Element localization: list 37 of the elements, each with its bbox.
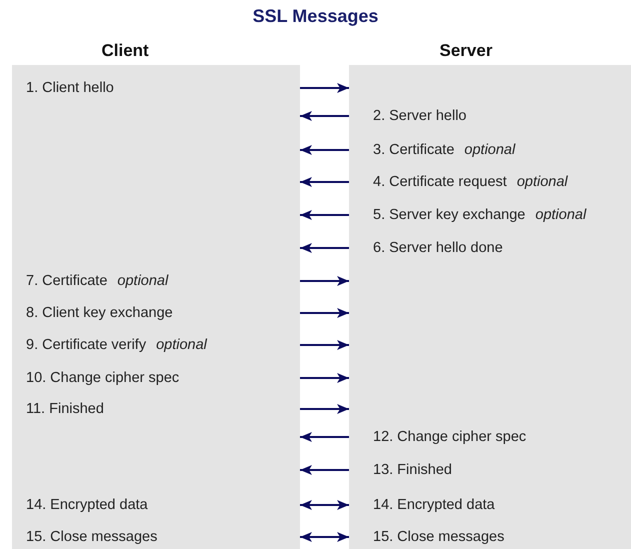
message-label: 6. Server hello done xyxy=(349,239,631,257)
message-arrow xyxy=(300,532,349,542)
message-arrow xyxy=(300,210,349,220)
message-label: 5. Server key exchange optional xyxy=(349,206,631,224)
lane-panel xyxy=(349,65,631,549)
message-arrow xyxy=(300,340,349,350)
message-label: 15. Close messages xyxy=(349,528,631,546)
message-label: 3. Certificate optional xyxy=(349,141,631,159)
message-arrow xyxy=(300,404,349,414)
message-arrow xyxy=(300,500,349,510)
message-arrow xyxy=(300,177,349,187)
message-arrow xyxy=(300,243,349,253)
message-arrow xyxy=(300,373,349,383)
message-arrow xyxy=(300,465,349,475)
message-label: 7. Certificate optional xyxy=(12,272,300,290)
message-arrow xyxy=(300,276,349,286)
message-label: 13. Finished xyxy=(349,461,631,479)
message-arrow xyxy=(300,145,349,155)
message-label: 12. Change cipher spec xyxy=(349,428,631,446)
lane-panel xyxy=(12,65,300,549)
message-arrow xyxy=(300,308,349,318)
message-label: 15. Close messages xyxy=(12,528,300,546)
diagram-title: SSL Messages xyxy=(252,6,380,27)
message-arrow xyxy=(300,111,349,121)
message-label: 9. Certificate verify optional xyxy=(12,336,300,354)
message-label: 14. Encrypted data xyxy=(349,496,631,514)
message-arrow xyxy=(300,83,349,93)
message-label: 4. Certificate request optional xyxy=(349,173,631,191)
lane-heading: Client xyxy=(102,41,149,61)
lane-heading: Server xyxy=(440,41,492,61)
message-label: 8. Client key exchange xyxy=(12,304,300,322)
message-label: 11. Finished xyxy=(12,400,300,418)
message-label: 10. Change cipher spec xyxy=(12,369,300,387)
message-label: 2. Server hello xyxy=(349,107,631,125)
message-label: 1. Client hello xyxy=(12,79,300,97)
message-arrow xyxy=(300,432,349,442)
message-label: 14. Encrypted data xyxy=(12,496,300,514)
